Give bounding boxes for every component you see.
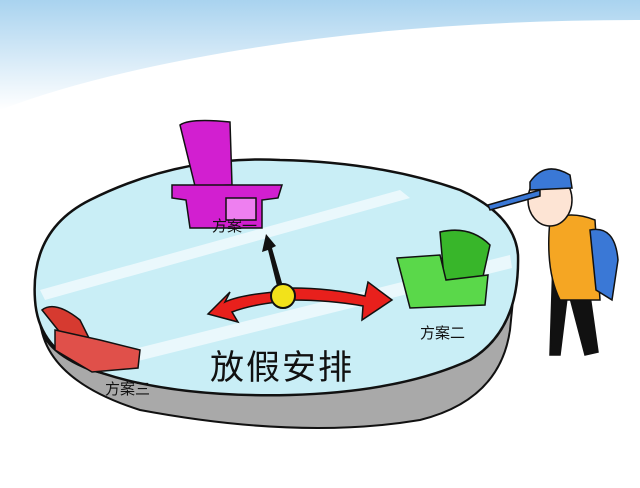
pivot	[270, 283, 296, 309]
option-2-label: 方案二	[420, 324, 466, 342]
pink-armchair	[171, 119, 284, 229]
disc-highlight	[40, 190, 410, 300]
option-1-label: 方案一	[212, 217, 258, 235]
green-armchair	[396, 229, 491, 309]
black-arrow-up	[262, 234, 284, 290]
red-arrow-right	[291, 280, 394, 322]
main-title: 放假安排	[210, 348, 354, 388]
red-armchair	[40, 305, 141, 373]
option-3-label: 方案三	[105, 380, 151, 398]
person-figure	[486, 168, 619, 356]
red-arrow-left	[206, 291, 279, 324]
sky-wave	[0, 0, 640, 110]
